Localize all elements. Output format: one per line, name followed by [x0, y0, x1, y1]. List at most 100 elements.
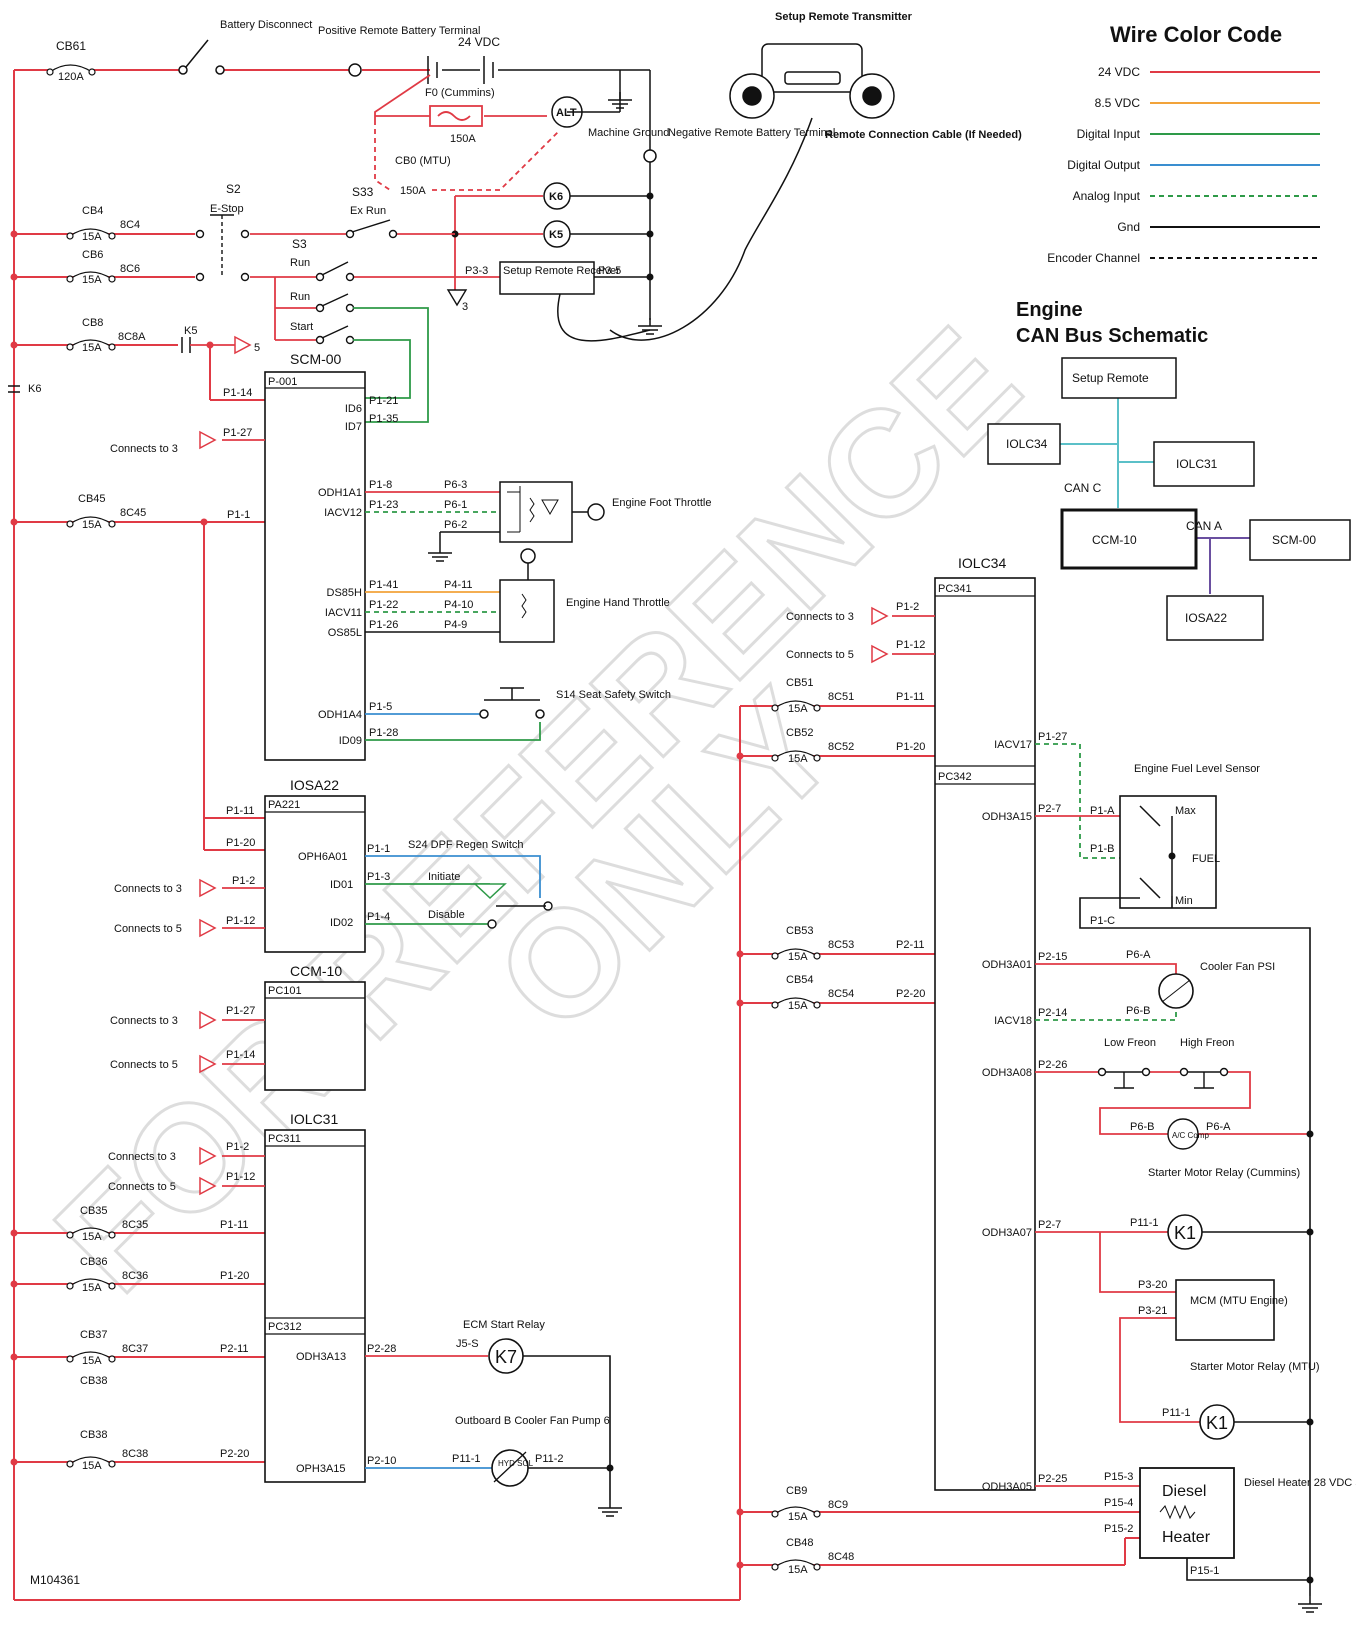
iolc31-pin-5: P2-20: [220, 1448, 249, 1460]
remote-cable-label: Remote Connection Cable (If Needed): [825, 129, 1022, 141]
foot-pin-0: P6-3: [444, 479, 467, 491]
cb38-rating: 15A: [82, 1460, 102, 1472]
cb6-rating: 15A: [82, 274, 102, 286]
cb37-rating: 15A: [82, 1355, 102, 1367]
legend-label: Encoder Channel: [1047, 251, 1140, 265]
iolc31-title: IOLC31: [290, 1111, 338, 1127]
foot-throttle: [499, 481, 573, 543]
scm-header: P-001: [268, 376, 297, 388]
transmitter-label: Setup Remote Transmitter: [775, 11, 913, 23]
diesel-heater: [1139, 1467, 1235, 1559]
footer-code: M104361: [30, 1573, 80, 1587]
iolc34-rpin: P2-7: [1038, 1219, 1061, 1231]
can-a-label: CAN A: [1186, 519, 1222, 533]
cb9-rating: 15A: [788, 1511, 808, 1523]
iolc34-id: IACV17: [994, 739, 1032, 751]
k5-label: K5: [549, 229, 563, 241]
cb38b-label: CB38: [80, 1375, 108, 1387]
f0-rating: 150A: [450, 133, 476, 145]
iolc31-id-0: ODH3A13: [296, 1351, 346, 1363]
k1-cummins-pin: P11-1: [1130, 1217, 1159, 1229]
cb54-label: CB54: [786, 974, 814, 986]
ac-comp-label: A/C Comp: [1172, 1131, 1209, 1140]
fuel-max: Max: [1175, 805, 1196, 817]
ccm-pin-0: P1-27: [226, 1005, 255, 1017]
iolc34-id: ODH3A08: [982, 1067, 1032, 1079]
cb8-rating: 15A: [82, 342, 102, 354]
8c54-label: 8C54: [828, 988, 854, 1000]
legend-label: 8.5 VDC: [1095, 96, 1141, 110]
iosa-connects3: Connects to 3: [114, 883, 182, 895]
start-label: Start: [290, 321, 313, 333]
iolc34-connects5: Connects to 5: [786, 649, 854, 661]
can-title-1: Engine: [1016, 299, 1083, 321]
8c36-label: 8C36: [122, 1270, 148, 1282]
mcm-label: MCM (MTU Engine): [1190, 1295, 1288, 1307]
disable-label: Disable: [428, 909, 465, 921]
cb52-label: CB52: [786, 727, 814, 739]
j5s-label: J5-S: [456, 1338, 479, 1350]
heater-pin-2: P15-2: [1104, 1523, 1133, 1535]
cb4-label: CB4: [82, 205, 103, 217]
cb52-rating: 15A: [788, 753, 808, 765]
cb53-rating: 15A: [788, 951, 808, 963]
iosa-pin-2: P1-2: [232, 875, 255, 887]
legend-label: Analog Input: [1073, 189, 1141, 203]
scm-id: IACV11: [325, 607, 362, 619]
s2-label: S2: [226, 182, 241, 196]
p33-label: P3-3: [465, 265, 488, 277]
8c4-label: 8C4: [120, 219, 140, 231]
setup-remote-transmitter: [729, 43, 895, 119]
iolc31-header1: PC311: [268, 1133, 301, 1145]
cb0-label: CB0 (MTU): [395, 155, 451, 167]
iolc31-pin-0: P1-2: [226, 1141, 249, 1153]
iolc34-id: IACV18: [994, 1015, 1032, 1027]
mcm-p321: P3-21: [1138, 1305, 1167, 1317]
8c52-label: 8C52: [828, 741, 854, 753]
dpf-switch-label: S24 DPF Regen Switch: [408, 839, 524, 851]
8c45-label: 8C45: [120, 507, 146, 519]
iolc34-id: ODH3A07: [982, 1227, 1032, 1239]
scm-pin-left-0: P1-14: [223, 387, 252, 399]
iolc31-rpin-1: P2-10: [367, 1455, 396, 1467]
fuel-pin-b: P1-B: [1090, 843, 1114, 855]
can-title-2: CAN Bus Schematic: [1016, 325, 1208, 347]
seat-switch-label: S14 Seat Safety Switch: [556, 689, 671, 701]
initiate-label: Initiate: [428, 871, 460, 883]
negative-terminal-label: Negative Remote Battery Terminal: [668, 127, 835, 139]
8c53-label: 8C53: [828, 939, 854, 951]
scm-id: ODH1A1: [318, 487, 362, 499]
legend-title: Wire Color Code: [1110, 22, 1282, 47]
k6-label: K6: [549, 191, 563, 203]
can-node-iolc31: IOLC31: [1176, 457, 1218, 471]
iolc34-id: ODH3A15: [982, 811, 1032, 823]
starter-mtu-label: Starter Motor Relay (MTU): [1190, 1361, 1320, 1373]
scm-rpin: P1-8: [369, 479, 392, 491]
p35-label: P3-5: [598, 265, 621, 277]
low-freon-label: Low Freon: [1104, 1037, 1156, 1049]
circuit-breakers-left: [46, 64, 821, 1571]
iolc31-pin-3: P1-20: [220, 1270, 249, 1282]
k6b-label: K6: [28, 383, 41, 395]
s3-label: S3: [292, 237, 307, 251]
8c9-label: 8C9: [828, 1499, 848, 1511]
fuel-pin-c: P1-C: [1090, 915, 1115, 927]
cb51-label: CB51: [786, 677, 814, 689]
cb45-rating: 15A: [82, 519, 102, 531]
mcm-p320: P3-20: [1138, 1279, 1167, 1291]
scm-rpin: P1-28: [369, 727, 398, 739]
cb48-label: CB48: [786, 1537, 814, 1549]
ccm-title: CCM-10: [290, 963, 342, 979]
scm-00-module: SCM-00 P-001 P1-14 P1-27 P1-1 Connects t…: [78, 351, 711, 761]
iosa-pin-3: P1-12: [226, 915, 255, 927]
top-power-section: CB61 120A Battery Disconnect Positive Re…: [8, 11, 1022, 423]
scm-id: OS85L: [328, 627, 362, 639]
iolc34-id: ODH3A05: [982, 1481, 1032, 1493]
cb36-rating: 15A: [82, 1282, 102, 1294]
legend-label: Digital Input: [1077, 127, 1141, 141]
foot-throttle-label: Engine Foot Throttle: [612, 497, 711, 509]
cb61-label: CB61: [56, 39, 86, 53]
iolc31-pin-2: P1-11: [220, 1219, 249, 1231]
iolc34-rpin: P1-27: [1038, 731, 1067, 743]
pump-label: Outboard B Cooler Fan Pump 6: [455, 1415, 610, 1427]
